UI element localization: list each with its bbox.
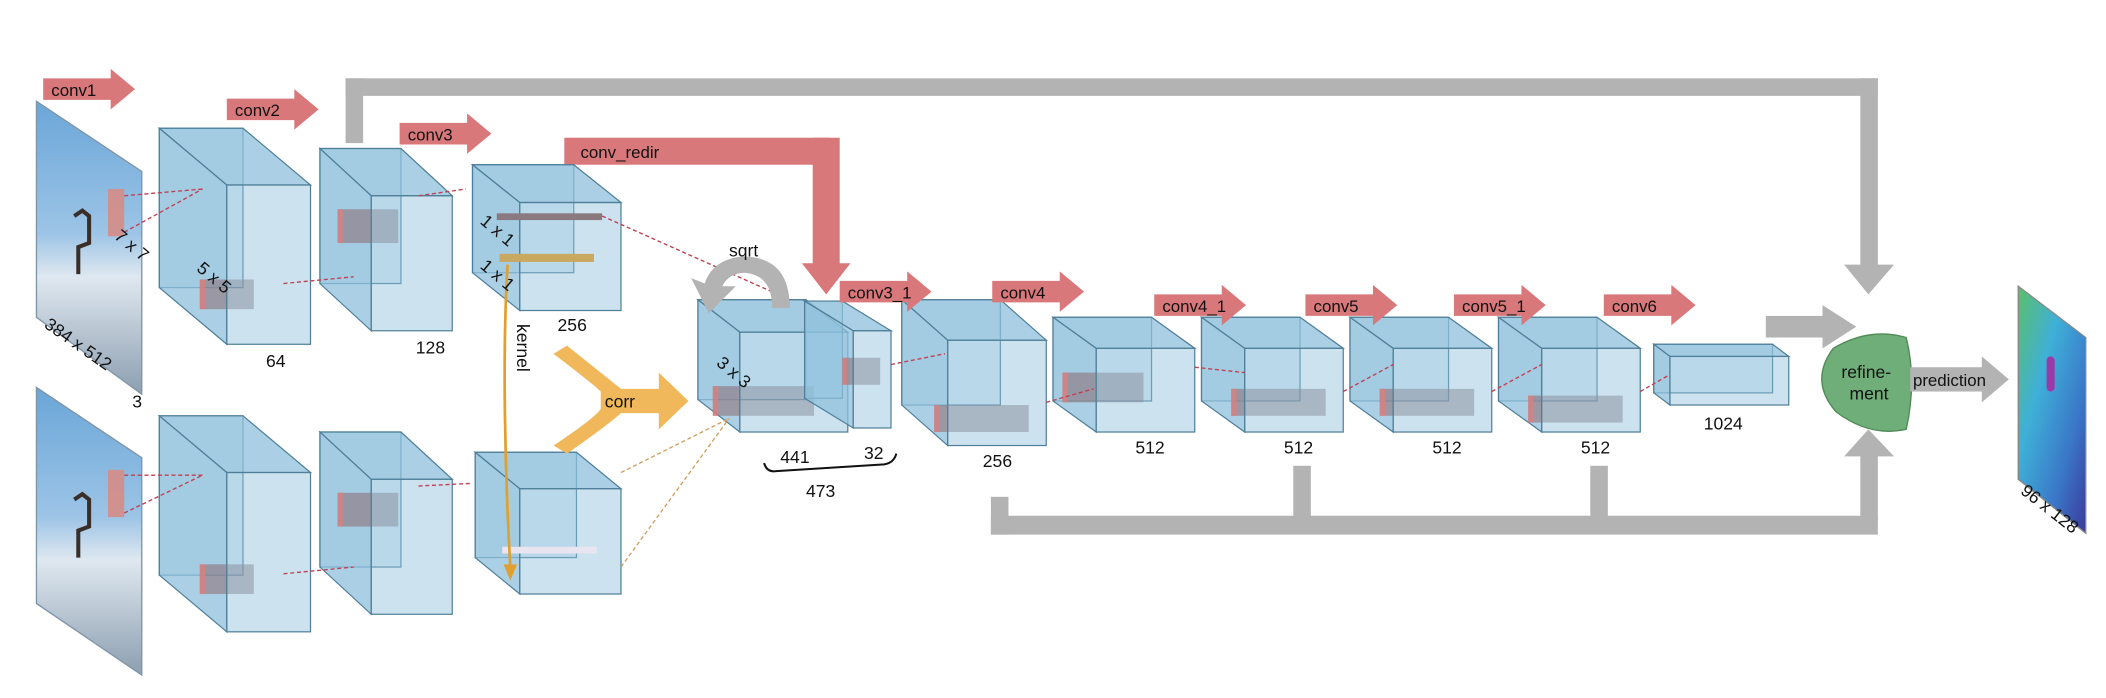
refinement-label-2: ment xyxy=(1850,384,1889,404)
block-conv2-top xyxy=(318,147,454,333)
kernel-bar-bottom xyxy=(502,546,597,554)
prediction-arrow: prediction xyxy=(1910,356,2009,403)
receptive-patch xyxy=(337,492,399,527)
receptive-field-line xyxy=(123,188,203,233)
corr-label: corr xyxy=(605,392,635,412)
receptive-field-line xyxy=(620,417,730,474)
receptive-field-line xyxy=(1639,374,1669,393)
kernel-label: kernel xyxy=(513,324,533,372)
feature-blocks xyxy=(157,126,1791,634)
input-channels-label: 3 xyxy=(132,392,142,412)
receptive-field-line xyxy=(418,482,473,487)
prediction-label: prediction xyxy=(1913,371,1986,390)
channels-1024: 1024 xyxy=(1704,413,1743,433)
receptive-field-line xyxy=(1046,388,1094,403)
layer-label: conv5 xyxy=(1314,297,1359,316)
block-conv4 xyxy=(1051,316,1197,434)
channels-256-conv4: 256 xyxy=(983,451,1012,471)
layer-label: conv3 xyxy=(408,125,453,144)
block-conv1-top xyxy=(157,126,313,346)
sqrt-arrow: sqrt xyxy=(691,241,790,314)
receptive-field-line xyxy=(601,215,791,301)
receptive-patch xyxy=(1231,388,1326,416)
layer-label: conv2 xyxy=(235,101,280,120)
channels-512-conv5-1: 512 xyxy=(1432,438,1461,458)
receptive-field-line xyxy=(418,188,466,197)
kernel-connection: kernel xyxy=(503,264,533,581)
layer-arrows: conv1 conv2 conv3 conv3_1 conv4 conv4_1 conv5 c… xyxy=(43,68,1696,326)
channels-64: 64 xyxy=(266,351,286,371)
brace xyxy=(763,453,898,473)
layer-label: conv6 xyxy=(1612,297,1657,316)
layer-label: conv1 xyxy=(51,81,96,100)
kernel-bar-1x1-orange xyxy=(499,253,594,262)
output-prediction-image xyxy=(2017,284,2087,535)
layer-arrow-conv1: conv1 xyxy=(43,68,136,110)
channels-473: 473 xyxy=(806,481,835,501)
receptive-patch xyxy=(337,209,399,244)
block-conv5 xyxy=(1348,316,1494,434)
channels-441: 441 xyxy=(780,447,809,467)
input-image-2 xyxy=(35,386,143,677)
conv6-to-refinement-arrow xyxy=(1765,305,1857,349)
layer-arrow-conv4-1: conv4_1 xyxy=(1154,284,1247,326)
channels-32: 32 xyxy=(864,443,884,463)
receptive-patch xyxy=(1379,388,1475,416)
channels-256: 256 xyxy=(558,315,587,335)
receptive-field-line xyxy=(890,353,946,366)
channels-512-conv4-1: 512 xyxy=(1135,438,1164,458)
block-conv1-bottom xyxy=(157,414,313,634)
block-conv4-1 xyxy=(1199,316,1346,434)
block-corr-redir xyxy=(802,299,894,430)
skip-connection-top xyxy=(345,78,1895,295)
receptive-field-lines xyxy=(123,188,1669,575)
skip-connection-bottom xyxy=(990,429,1895,535)
receptive-field-line xyxy=(620,418,730,568)
block-conv6 xyxy=(1651,343,1791,407)
receptive-field-line xyxy=(1194,366,1245,374)
channels-512-conv6: 512 xyxy=(1581,438,1610,458)
layer-label: conv5_1 xyxy=(1462,297,1526,316)
block-conv3-1 xyxy=(900,298,1048,447)
layer-arrow-conv4: conv4 xyxy=(992,271,1085,312)
layer-arrow-conv2: conv2 xyxy=(226,89,319,130)
layer-label: conv4_1 xyxy=(1162,297,1226,316)
receptive-field-line xyxy=(1491,363,1543,393)
block-conv2-bottom xyxy=(318,430,454,616)
layer-arrow-conv3-1: conv3_1 xyxy=(839,271,932,312)
layer-arrow-conv5: conv5 xyxy=(1305,284,1398,326)
receptive-patch xyxy=(712,386,815,416)
block-conv5-1 xyxy=(1496,316,1643,434)
conv-redir-arrow: conv_redir xyxy=(564,137,851,295)
layer-arrow-conv5-1: conv5_1 xyxy=(1453,284,1546,326)
receptive-patch xyxy=(1062,372,1144,403)
receptive-patch xyxy=(842,357,881,385)
layer-label: conv4 xyxy=(1000,283,1045,302)
receptive-field-line xyxy=(283,276,354,285)
refinement-label-1: refine- xyxy=(1841,362,1891,382)
receptive-field-line xyxy=(283,566,354,575)
receptive-patch xyxy=(1528,395,1623,423)
layer-arrow-conv3: conv3 xyxy=(399,113,492,154)
receptive-field-line xyxy=(1342,363,1394,393)
layer-arrow-conv6: conv6 xyxy=(1603,284,1696,326)
refinement-module: refine- ment xyxy=(1821,333,1913,432)
block-conv3-bottom xyxy=(473,450,623,596)
kernel-bar-1x1 xyxy=(496,213,603,221)
layer-label: conv3_1 xyxy=(848,283,912,302)
channels-512-conv5: 512 xyxy=(1284,438,1313,458)
receptive-field-line xyxy=(123,474,203,514)
corr-arrow: corr xyxy=(553,345,689,454)
channels-128: 128 xyxy=(416,338,445,358)
receptive-patch xyxy=(934,405,1029,433)
input-image-1 xyxy=(35,100,143,396)
sqrt-label: sqrt xyxy=(729,241,758,261)
conv-redir-label: conv_redir xyxy=(581,143,660,162)
